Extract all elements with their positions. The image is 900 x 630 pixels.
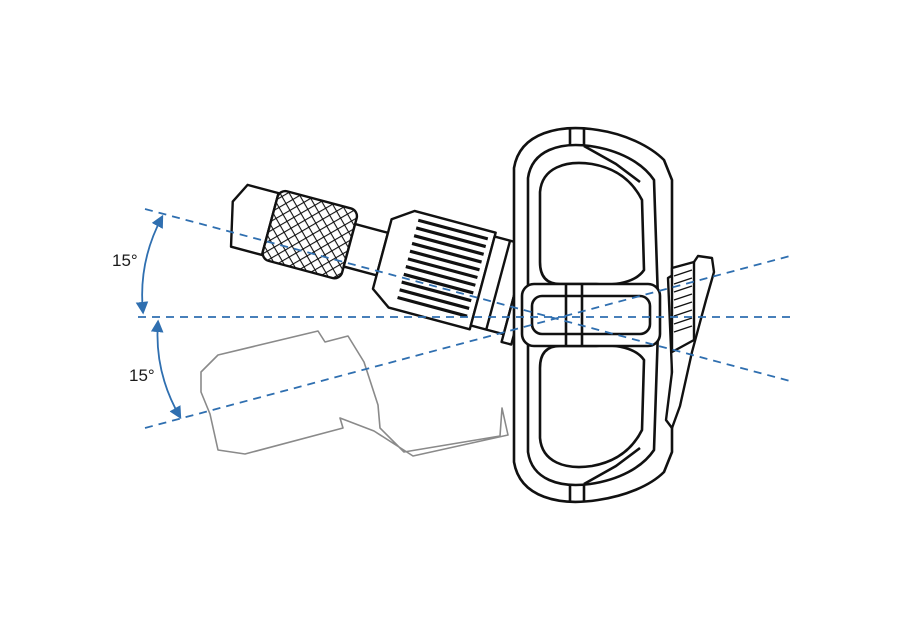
guide-lines (138, 208, 791, 429)
upper-angle-arc (135, 214, 164, 315)
upper-angle-label: 15° (112, 251, 138, 270)
angle-arcs (135, 214, 182, 420)
side-clip (664, 254, 716, 430)
nut-ribs (397, 218, 489, 318)
lower-angle-label: 15° (129, 366, 155, 385)
mount-bracket (512, 126, 674, 504)
lower-angle-arc (150, 319, 182, 420)
ghost-connector-lower-position (200, 330, 509, 457)
